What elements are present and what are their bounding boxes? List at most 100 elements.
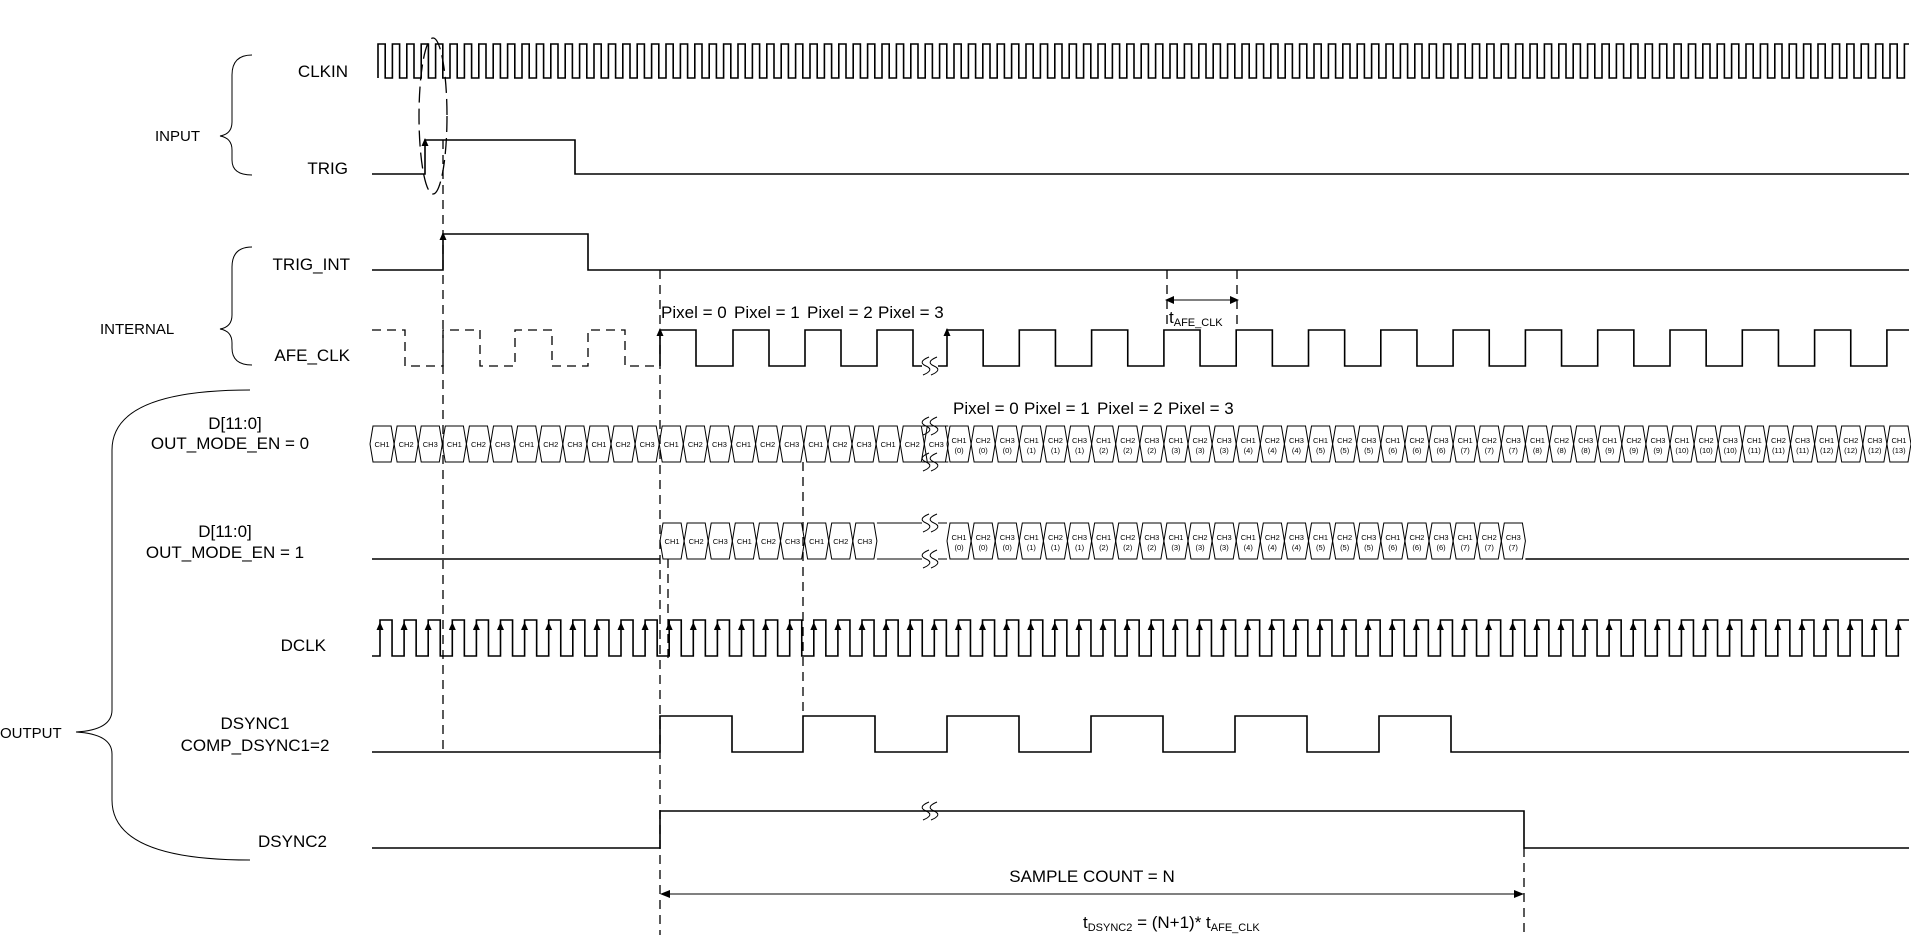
d1-post-cell-label: CH3 <box>1217 533 1232 542</box>
d0-post-cell-label: CH2 <box>1337 436 1352 445</box>
d0-post-cell-label: CH3 <box>1000 436 1015 445</box>
d0-post-cell-index: (5) <box>1340 446 1350 455</box>
data-bus-out-mode-0: CH1 CH2 CH3 CH1 CH2 CH3 CH1 CH2 CH3 CH1 CH2 CH3 CH1 C… <box>369 425 1911 463</box>
signal-label-dsync1-comp: COMP_DSYNC1=2 <box>181 736 330 755</box>
d1-post-cell-label: CH3 <box>1289 533 1304 542</box>
signal-label-d0-name: D[11:0] <box>208 414 262 433</box>
t-dsync2-formula: tDSYNC2 = (N+1)* tAFE_CLK <box>1083 913 1260 934</box>
d0-post-cell-index: (1) <box>1051 446 1061 455</box>
afe-pixel-label: Pixel = 2 <box>807 303 873 322</box>
internal-brace <box>219 246 253 366</box>
d1-post-cell-label: CH2 <box>1048 533 1063 542</box>
afe-clk-pre-trigger-trace <box>372 329 660 367</box>
clkin-waveform <box>377 43 1909 79</box>
trig-int-trace <box>372 233 1909 271</box>
d0-post-cell-index: (11) <box>1772 446 1785 455</box>
signal-label-d0-mode: OUT_MODE_EN = 0 <box>151 434 309 453</box>
sample-count-label: SAMPLE COUNT = N <box>1009 867 1174 886</box>
d1-post-cell-label: CH2 <box>1409 533 1424 542</box>
d0-post-cell-label: CH1 <box>1385 436 1400 445</box>
group-label-output: OUTPUT <box>0 725 62 742</box>
d0-pre-cell-label: CH1 <box>519 440 534 449</box>
d0-pre-cell-label: CH2 <box>616 440 631 449</box>
d1-post-cell-label: CH1 <box>1024 533 1039 542</box>
d0-post-cell-index: (1) <box>1075 446 1085 455</box>
d0-post-cell-label: CH1 <box>1096 436 1111 445</box>
break-symbol <box>929 416 939 436</box>
signal-label-dclk: DCLK <box>281 636 327 655</box>
d0-post-cell-index: (2) <box>1123 446 1133 455</box>
t-afe-clk-arrowhead-left <box>1165 296 1174 304</box>
d0-post-cell-index: (4) <box>1244 446 1254 455</box>
d0-pre-cell-label: CH3 <box>929 440 944 449</box>
d1-post-cell-index: (2) <box>1099 543 1109 552</box>
signal-label-trig-int: TRIG_INT <box>273 255 350 274</box>
d0-post-cell-index: (8) <box>1533 446 1543 455</box>
d0-post-cell-index: (3) <box>1220 446 1230 455</box>
d0-post-cell-index: (4) <box>1268 446 1278 455</box>
d1-post-cell-label: CH3 <box>1361 533 1376 542</box>
d1-post-cell-index: (4) <box>1292 543 1302 552</box>
d1-pre-cell-label: CH2 <box>689 537 704 546</box>
d1-post-cell-index: (6) <box>1436 543 1446 552</box>
d0-post-cell-label: CH2 <box>1554 436 1569 445</box>
d0-post-cell-label: CH3 <box>1289 436 1304 445</box>
d0-post-cell-label: CH2 <box>1843 436 1858 445</box>
sample-count-arrowhead-right <box>1514 890 1524 898</box>
d0-post-cell-label: CH1 <box>1168 436 1183 445</box>
d0-post-cell-index: (9) <box>1629 446 1639 455</box>
d0-pre-cell-label: CH2 <box>760 440 775 449</box>
input-brace <box>219 54 253 176</box>
d0-pre-cell-label: CH2 <box>399 440 414 449</box>
d1-post-cell-label: CH2 <box>1337 533 1352 542</box>
d0-post-cell-index: (11) <box>1796 446 1809 455</box>
d0-post-cell-label: CH1 <box>1530 436 1545 445</box>
d0-pre-cell-label: CH1 <box>447 440 462 449</box>
d0-post-cell-label: CH3 <box>1217 436 1232 445</box>
d0-post-cell-index: (4) <box>1292 446 1302 455</box>
d1-post-cell-index: (1) <box>1027 543 1037 552</box>
d0-post-cell-label: CH3 <box>1578 436 1593 445</box>
d1-post-cell-index: (6) <box>1388 543 1398 552</box>
break-symbols <box>921 356 939 821</box>
d1-pre-cell-label: CH1 <box>737 537 752 546</box>
d1-post-cell-index: (4) <box>1268 543 1278 552</box>
d1-post-cell-label: CH3 <box>1000 533 1015 542</box>
data-pixel-label: Pixel = 0 <box>953 399 1019 418</box>
d0-post-cell-label: CH2 <box>1699 436 1714 445</box>
trig-rise-arrow <box>421 138 429 146</box>
d1-pre-cell-label: CH2 <box>833 537 848 546</box>
clkin-trace <box>377 43 1909 79</box>
output-brace <box>75 389 251 861</box>
d0-post-cell-index: (0) <box>954 446 964 455</box>
break-symbol <box>921 513 931 533</box>
d0-post-cell-index: (1) <box>1027 446 1037 455</box>
d1-post-cell-label: CH2 <box>1482 533 1497 542</box>
d0-post-cell-index: (3) <box>1195 446 1205 455</box>
d0-post-cell-index: (6) <box>1412 446 1422 455</box>
break-symbol <box>929 513 939 533</box>
d0-post-cell-label: CH1 <box>1675 436 1690 445</box>
d0-pre-cell-label: CH3 <box>567 440 582 449</box>
d0-post-cell-label: CH3 <box>1650 436 1665 445</box>
d0-pre-cell-label: CH1 <box>591 440 606 449</box>
d0-pre-cell-label: CH1 <box>881 440 896 449</box>
d0-post-cell-label: CH2 <box>1771 436 1786 445</box>
d0-pre-cell-label: CH1 <box>736 440 751 449</box>
d0-post-cell-index: (9) <box>1653 446 1663 455</box>
d0-pre-cell-label: CH3 <box>784 440 799 449</box>
signal-label-d1-mode: OUT_MODE_EN = 1 <box>146 543 304 562</box>
break-symbol <box>929 801 939 821</box>
d0-post-cell-label: CH3 <box>1361 436 1376 445</box>
d0-post-cell-index: (5) <box>1364 446 1374 455</box>
data-pixel-label: Pixel = 1 <box>1024 399 1090 418</box>
d0-pre-cell-label: CH2 <box>471 440 486 449</box>
d0-post-cell-index: (6) <box>1388 446 1398 455</box>
d1-post-cell-index: (0) <box>1003 543 1013 552</box>
signal-label-afe-clk: AFE_CLK <box>274 346 350 365</box>
break-symbol <box>921 356 931 376</box>
d0-post-cell-index: (7) <box>1461 446 1471 455</box>
group-label-internal: INTERNAL <box>100 321 174 338</box>
d1-post-cell-index: (5) <box>1364 543 1374 552</box>
d1-pre-cell-label: CH3 <box>713 537 728 546</box>
